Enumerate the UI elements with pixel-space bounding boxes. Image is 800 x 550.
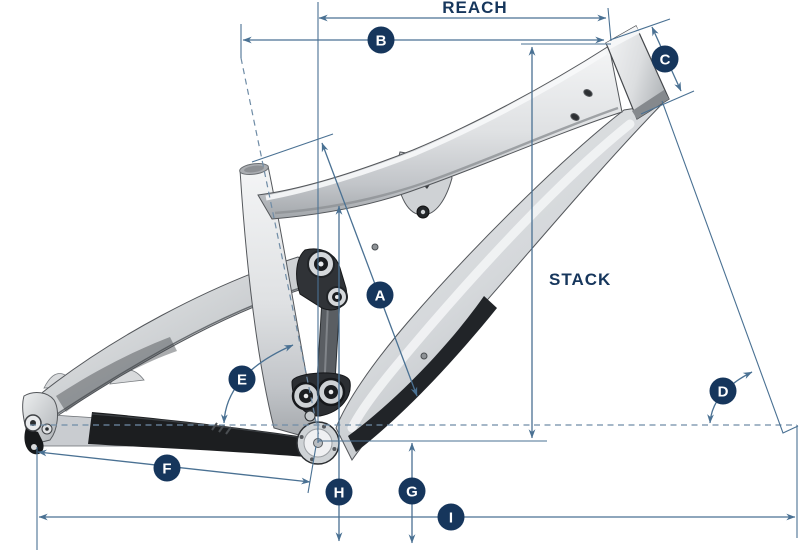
badge-c: C	[651, 45, 679, 73]
badge-b-circle	[367, 26, 395, 54]
badge-d: D	[709, 377, 737, 405]
head-tube-top-face	[606, 26, 640, 49]
seat-angle-dashed-line	[240, 57, 321, 442]
down-tube	[335, 103, 664, 461]
f-right-extension-line	[307, 445, 317, 494]
badge-a-letter: A	[375, 287, 386, 304]
badge-f-circle	[153, 454, 181, 482]
badge-i: I	[437, 503, 465, 531]
bottle-boss	[420, 352, 428, 360]
badge-f-letter: F	[162, 460, 171, 477]
c-bottom-extension-line	[640, 90, 695, 115]
stack-label: STACK	[549, 270, 611, 289]
badge-g-circle	[398, 477, 426, 505]
badge-b-letter: B	[376, 32, 387, 49]
cable-port	[583, 89, 593, 97]
head-tube-lower-edge	[632, 90, 669, 119]
a-top-extension-line	[251, 133, 334, 163]
gusset-bolt-center	[420, 209, 426, 215]
hanger-hole	[31, 444, 37, 450]
badge-h: H	[325, 478, 353, 506]
rocker-pivot-bolt	[318, 261, 324, 267]
dimension-annotations: REACH STACK A B C D E F G H I	[30, 0, 799, 550]
badge-e: E	[228, 365, 256, 393]
down-tube-protector	[348, 296, 497, 452]
reach-label: REACH	[442, 0, 507, 17]
badge-h-letter: H	[334, 484, 345, 501]
head-angle-line	[661, 100, 799, 434]
c-top-extension-line	[609, 18, 671, 41]
badge-a-circle	[366, 281, 394, 309]
badge-b: B	[367, 26, 395, 54]
badge-c-letter: C	[660, 51, 671, 68]
reach-right-tick	[607, 7, 612, 42]
lower-link-pivot-bolt	[303, 393, 309, 399]
badge-d-letter: D	[718, 383, 729, 400]
badge-c-circle	[651, 45, 679, 73]
badge-e-circle	[228, 365, 256, 393]
chainstay-protector	[88, 412, 318, 458]
badge-a: A	[366, 281, 394, 309]
bb-bolts	[299, 424, 337, 462]
seat-tube-bore	[244, 165, 264, 173]
bottle-boss	[371, 243, 379, 251]
bike-frame	[22, 25, 670, 465]
seat-tube-a-dimension-line	[321, 142, 418, 397]
badge-h-circle	[325, 478, 353, 506]
badge-g: G	[398, 477, 426, 505]
badge-i-circle	[437, 503, 465, 531]
badge-g-letter: G	[406, 483, 418, 500]
badge-i-letter: I	[449, 509, 453, 526]
derailleur-hanger	[24, 428, 44, 455]
link-bolt	[304, 410, 316, 422]
badge-f: F	[153, 454, 181, 482]
chainstay-vents	[211, 422, 232, 435]
dropout-bolt-center	[45, 427, 49, 431]
seat-stay-shadow	[56, 337, 177, 412]
cable-port	[570, 113, 580, 121]
badge-e-letter: E	[237, 371, 247, 388]
badge-d-circle	[709, 377, 737, 405]
lower-link-pivot-bolt	[328, 389, 334, 395]
